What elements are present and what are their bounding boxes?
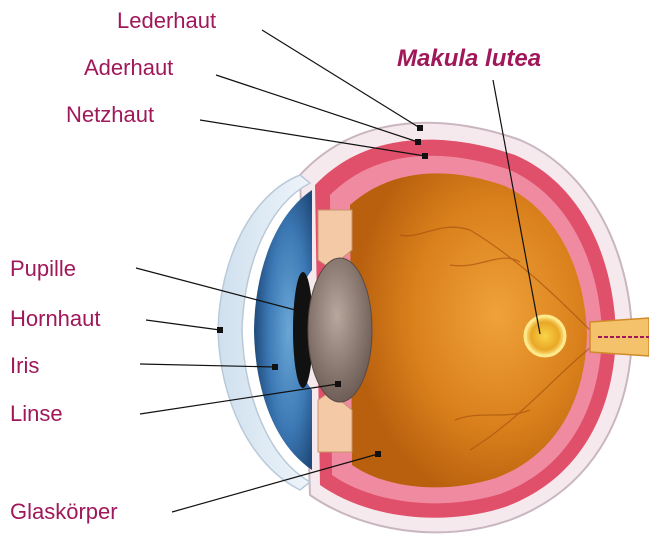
label-lederhaut: Lederhaut: [117, 8, 216, 33]
label-pupille: Pupille: [10, 256, 76, 281]
label-linse: Linse: [10, 401, 63, 426]
label-hornhaut: Hornhaut: [10, 306, 101, 331]
label-netzhaut: Netzhaut: [66, 102, 154, 127]
macula-lutea-spot: [525, 316, 565, 356]
lens: [308, 258, 372, 402]
label-makula-lutea: Makula lutea: [397, 45, 541, 72]
label-iris: Iris: [10, 353, 39, 378]
label-aderhaut: Aderhaut: [84, 55, 173, 80]
label-glaskoerper: Glaskörper: [10, 499, 118, 524]
